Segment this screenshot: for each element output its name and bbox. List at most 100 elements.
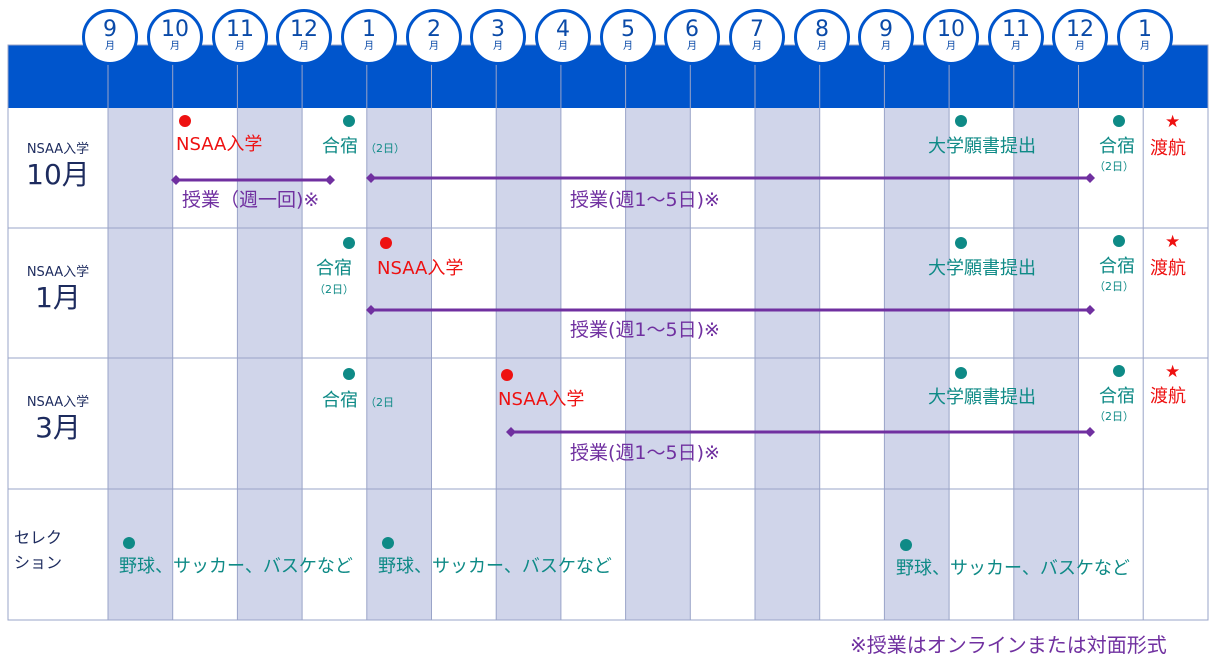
month-unit: 月: [235, 41, 245, 52]
month-stripe: [237, 108, 303, 620]
lesson-arrow-end: [506, 427, 516, 437]
month-unit: 月: [881, 41, 891, 52]
month-stripe: [108, 108, 173, 620]
month-circle-5: 1 月: [341, 9, 397, 65]
month-number: 7: [750, 17, 764, 42]
month-circle-12: 8 月: [794, 9, 850, 65]
event-camp: 合宿: [322, 136, 358, 157]
row-label-small: NSAA入学: [26, 142, 90, 157]
event-application: 大学願書提出: [928, 136, 1036, 157]
month-stripe: [625, 108, 691, 620]
month-unit: 月: [752, 41, 762, 52]
month-circle-10: 6 月: [664, 9, 720, 65]
month-circle-3: 11 月: [212, 9, 268, 65]
lesson-label: 授業（週一回)※: [182, 189, 320, 211]
row-label-big: 10月: [26, 158, 90, 191]
event-sports-selection: 野球、サッカー、バスケなど: [119, 556, 353, 577]
month-stripe: [1013, 108, 1079, 620]
month-circle-16: 12 月: [1052, 9, 1108, 65]
event-marker-dot: [343, 115, 355, 127]
month-circle-8: 4 月: [535, 9, 591, 65]
row-label-small: NSAA入学: [26, 265, 90, 280]
month-unit: 月: [429, 41, 439, 52]
event-marker-dot: [955, 115, 967, 127]
event-marker-dot: [343, 237, 355, 249]
month-unit: 月: [299, 41, 309, 52]
row-label-big: 1月: [35, 281, 81, 314]
event-camp-duration: （2日）: [365, 142, 405, 155]
event-marker-dot: [179, 115, 191, 127]
month-circle-17: 1 月: [1117, 9, 1173, 65]
event-marker-dot: [123, 537, 135, 549]
event-marker-dot: [380, 237, 392, 249]
event-departure: 渡航: [1150, 138, 1186, 159]
lesson-arrow-end: [1085, 173, 1095, 183]
lesson-arrow-end: [366, 173, 376, 183]
lesson-arrow-end: [366, 305, 376, 315]
month-stripe: [366, 108, 432, 620]
star-icon: ★: [1165, 232, 1181, 252]
lesson-label: 授業(週1～5日)※: [570, 442, 720, 464]
month-stripe: [884, 108, 950, 620]
month-number: 3: [491, 17, 505, 42]
event-camp: 合宿: [316, 258, 352, 279]
month-unit: 月: [1140, 41, 1150, 52]
lesson-label: 授業(週1～5日)※: [570, 319, 720, 341]
month-unit: 月: [493, 41, 503, 52]
row-label-big: 3月: [35, 411, 81, 444]
event-camp-duration: （2日）: [1094, 160, 1134, 173]
row-label-mar-entry: NSAA入学 3月: [8, 394, 108, 445]
event-marker-dot: [1113, 365, 1125, 377]
month-number: 6: [685, 17, 699, 42]
event-marker-dot: [382, 537, 394, 549]
event-departure: 渡航: [1150, 258, 1186, 279]
month-stripe: [755, 108, 820, 620]
month-unit: 月: [687, 41, 697, 52]
row-label-line: ション: [14, 553, 63, 572]
event-camp: 合宿: [322, 390, 358, 411]
footnote: ※授業はオンラインまたは対面形式: [850, 633, 1167, 657]
month-number: 12: [1066, 17, 1094, 42]
row-label-selection: セレク ション: [14, 525, 104, 575]
event-camp: 合宿: [1099, 136, 1135, 157]
month-unit: 月: [105, 41, 115, 52]
month-unit: 月: [170, 41, 180, 52]
event-departure: 渡航: [1150, 386, 1186, 407]
month-circle-1: 9 月: [82, 9, 138, 65]
month-number: 9: [103, 17, 117, 42]
month-number: 10: [937, 17, 965, 42]
month-number: 9: [879, 17, 893, 42]
month-number: 12: [290, 17, 318, 42]
event-application: 大学願書提出: [928, 387, 1036, 408]
month-unit: 月: [623, 41, 633, 52]
month-number: 10: [161, 17, 189, 42]
month-number: 1: [362, 17, 376, 42]
month-circle-9: 5 月: [600, 9, 656, 65]
month-number: 11: [1002, 17, 1030, 42]
event-marker-dot: [501, 369, 513, 381]
month-number: 4: [556, 17, 570, 42]
event-camp-duration: （2日）: [314, 283, 354, 296]
lesson-arrow-end: [171, 175, 181, 185]
month-number: 11: [226, 17, 254, 42]
event-camp-duration: （2日）: [1094, 410, 1134, 423]
month-circle-14: 10 月: [923, 9, 979, 65]
month-circle-13: 9 月: [858, 9, 914, 65]
month-circle-7: 3 月: [470, 9, 526, 65]
row-label-line: セレク: [14, 528, 63, 547]
lesson-label: 授業(週1～5日)※: [570, 189, 720, 211]
month-unit: 月: [558, 41, 568, 52]
event-camp: 合宿: [1099, 386, 1135, 407]
month-circle-4: 12 月: [276, 9, 332, 65]
month-number: 5: [621, 17, 635, 42]
lesson-arrow-end: [1085, 427, 1095, 437]
star-icon: ★: [1165, 362, 1181, 382]
event-marker-dot: [1113, 115, 1125, 127]
month-circle-15: 11 月: [988, 9, 1044, 65]
event-marker-dot: [955, 367, 967, 379]
event-camp-duration: （2日）: [1094, 280, 1134, 293]
event-marker-dot: [900, 539, 912, 551]
row-label-oct-entry: NSAA入学 10月: [8, 141, 108, 192]
event-nsaa-entry: NSAA入学: [176, 134, 263, 155]
month-stripe: [496, 108, 561, 620]
